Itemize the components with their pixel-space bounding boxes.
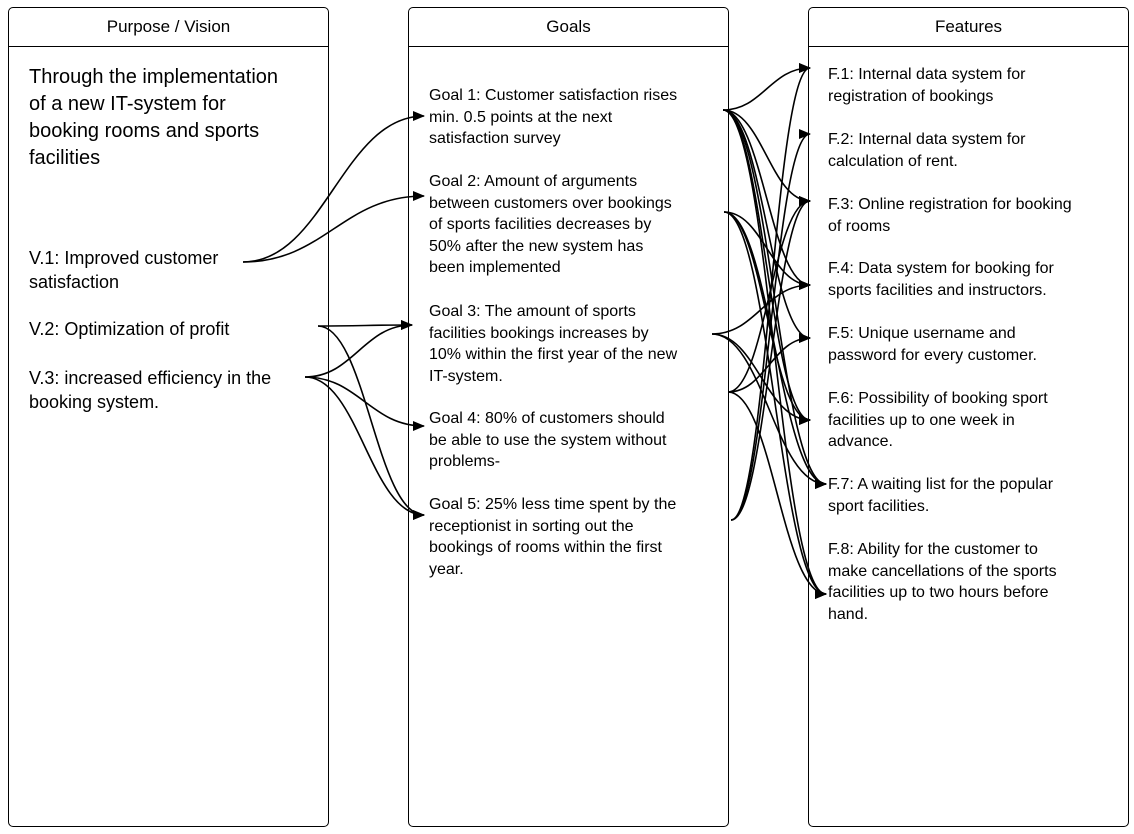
vision-v3: V.3: increased efficiency in the booking… [29,368,272,412]
feature-f7: F.7: A waiting list for the popular spor… [828,476,1054,515]
goal-5: Goal 5: 25% less time spent by the recep… [429,496,677,578]
goals-header: Goals [409,8,728,47]
feature-f5: F.5: Unique username and password for ev… [828,325,1037,364]
goal-1: Goal 1: Customer satisfaction rises min.… [429,87,678,147]
link-goal5-to-f1 [730,63,811,521]
feature-f3: F.3: Online registration for booking of … [828,196,1072,235]
purpose-vision-header: Purpose / Vision [9,8,328,47]
feature-f1: F.1: Internal data system for registrati… [828,66,1026,105]
link-goal1-to-f1 [722,63,811,111]
features-header: Features [809,8,1128,47]
link-goal1-to-f4 [722,109,811,290]
goals-column: Goals [408,7,729,827]
goal-4: Goal 4: 80% of customers should be able … [429,410,667,470]
feature-f2: F.2: Internal data system for calculatio… [828,131,1026,170]
link-goal5-to-f2 [730,129,811,521]
feature-f4: F.4: Data system for booking for sports … [828,260,1054,299]
link-goal2-to-f4 [723,211,811,290]
feature-f8: F.8: Ability for the customer to make ca… [828,541,1057,623]
link-goal1-to-f5 [722,109,811,343]
feature-f6: F.6: Possibility of booking sport facili… [828,390,1048,450]
link-v2-to-goal3 [317,320,413,331]
vision-v2: V.2: Optimization of profit [29,319,230,339]
link-goal4-to-f3 [727,196,811,393]
goal-3: Goal 3: The amount of sports facilities … [429,303,678,385]
link-goal5-to-f3 [730,196,811,521]
features-column: Features [808,7,1129,827]
goal-2: Goal 2: Amount of arguments between cust… [429,173,672,276]
purpose-statement: Through the implementation of a new IT-s… [29,66,279,169]
link-goal1-to-f3 [722,109,811,206]
link-goal1-to-f6 [722,109,811,425]
link-goal4-to-f5 [727,333,811,393]
link-goal2-to-f6 [723,211,811,425]
vision-v1: V.1: Improved customer satisfaction [29,248,219,292]
